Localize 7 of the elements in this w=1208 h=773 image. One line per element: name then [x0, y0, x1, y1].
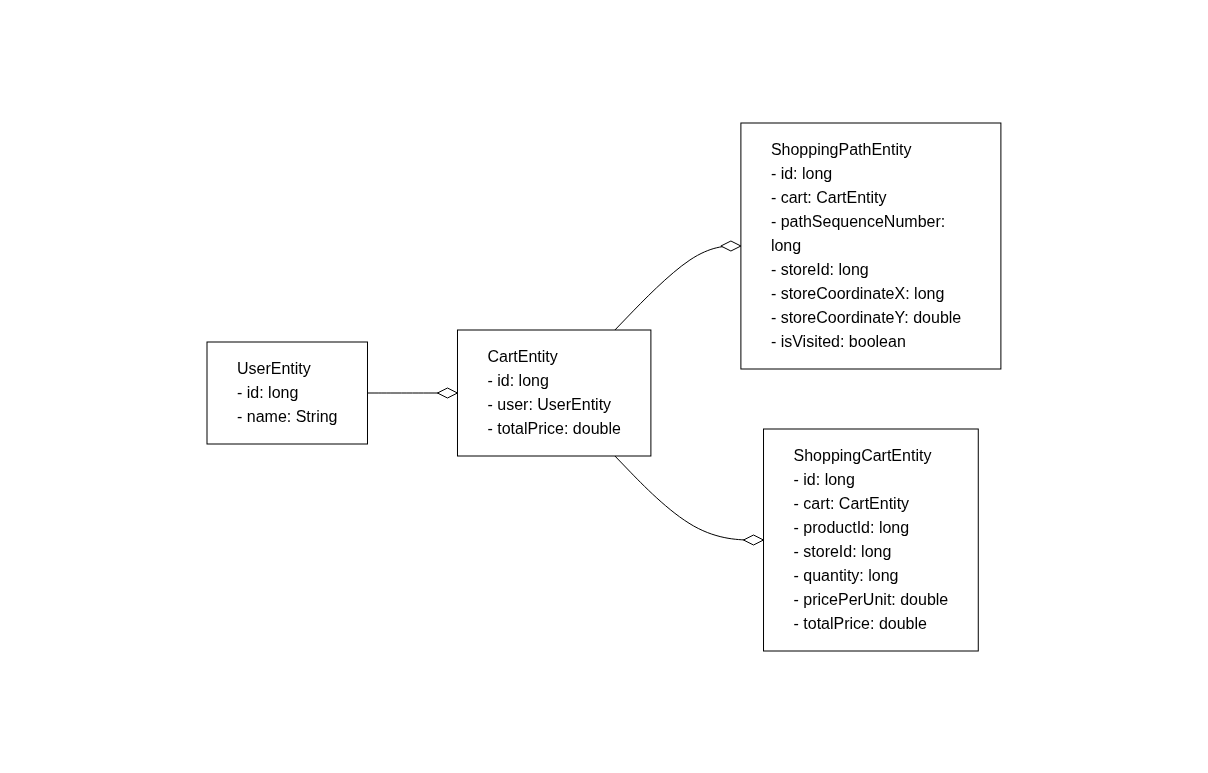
- connector: [614, 240, 742, 330]
- connector: [367, 387, 459, 398]
- node-box: CartEntity - id: long - user: UserEntity - totalPrice: double: [457, 329, 652, 456]
- connector: [614, 455, 765, 545]
- node-box: ShoppingPathEntity - id: long - cart: CartEntity - pathSequenceNumber: long - storeId: long - storeCoordinateX: long - storeCoordinateY: double - isVisited: boolean: [740, 122, 1002, 369]
- node-box: UserEntity - id: long - name: String: [206, 341, 369, 444]
- node-box: ShoppingCartEntity - id: long - cart: CartEntity - productId: long - storeId: long - quantity: long - pricePerUnit: double - totalPrice: double: [763, 428, 979, 651]
